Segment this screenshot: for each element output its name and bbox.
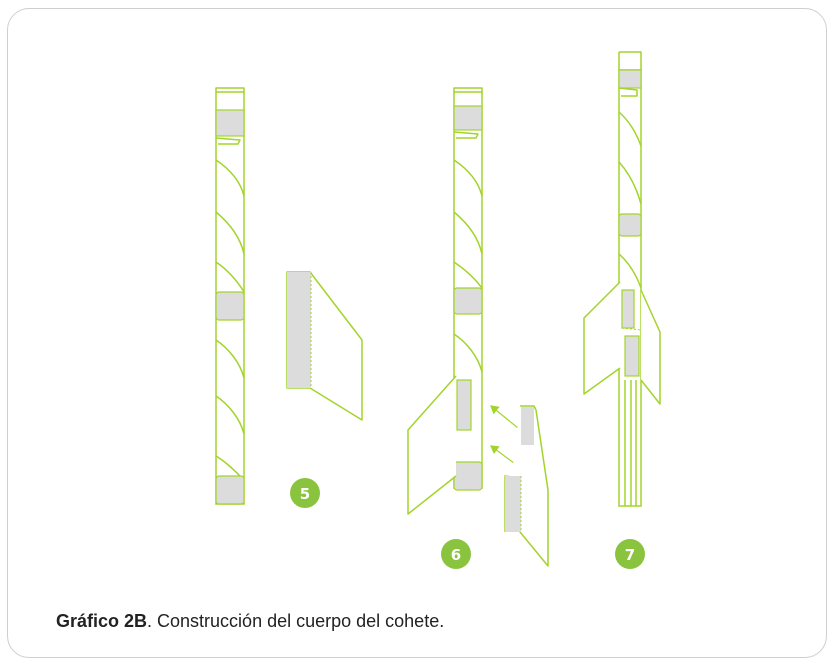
step-7-number: 7 <box>625 546 635 564</box>
step-6-badge: 6 <box>441 539 471 569</box>
step-7-badge: 7 <box>615 539 645 569</box>
step-5-badge: 5 <box>290 478 320 508</box>
step-5-number: 5 <box>300 485 310 503</box>
caption-text: . Construcción del cuerpo del cohete. <box>147 611 445 631</box>
figure-caption: Gráfico 2B. Construcción del cuerpo del … <box>56 611 444 632</box>
step5-fin <box>286 271 363 421</box>
step5-tube <box>215 87 245 505</box>
step6-attached-fin <box>407 375 472 515</box>
step7-fins <box>583 281 661 405</box>
caption-label: Gráfico 2B <box>56 611 148 631</box>
step7-tube <box>618 51 642 507</box>
step-6-number: 6 <box>451 546 461 564</box>
step6-loose-fin <box>504 405 549 567</box>
figure-card <box>7 8 827 658</box>
